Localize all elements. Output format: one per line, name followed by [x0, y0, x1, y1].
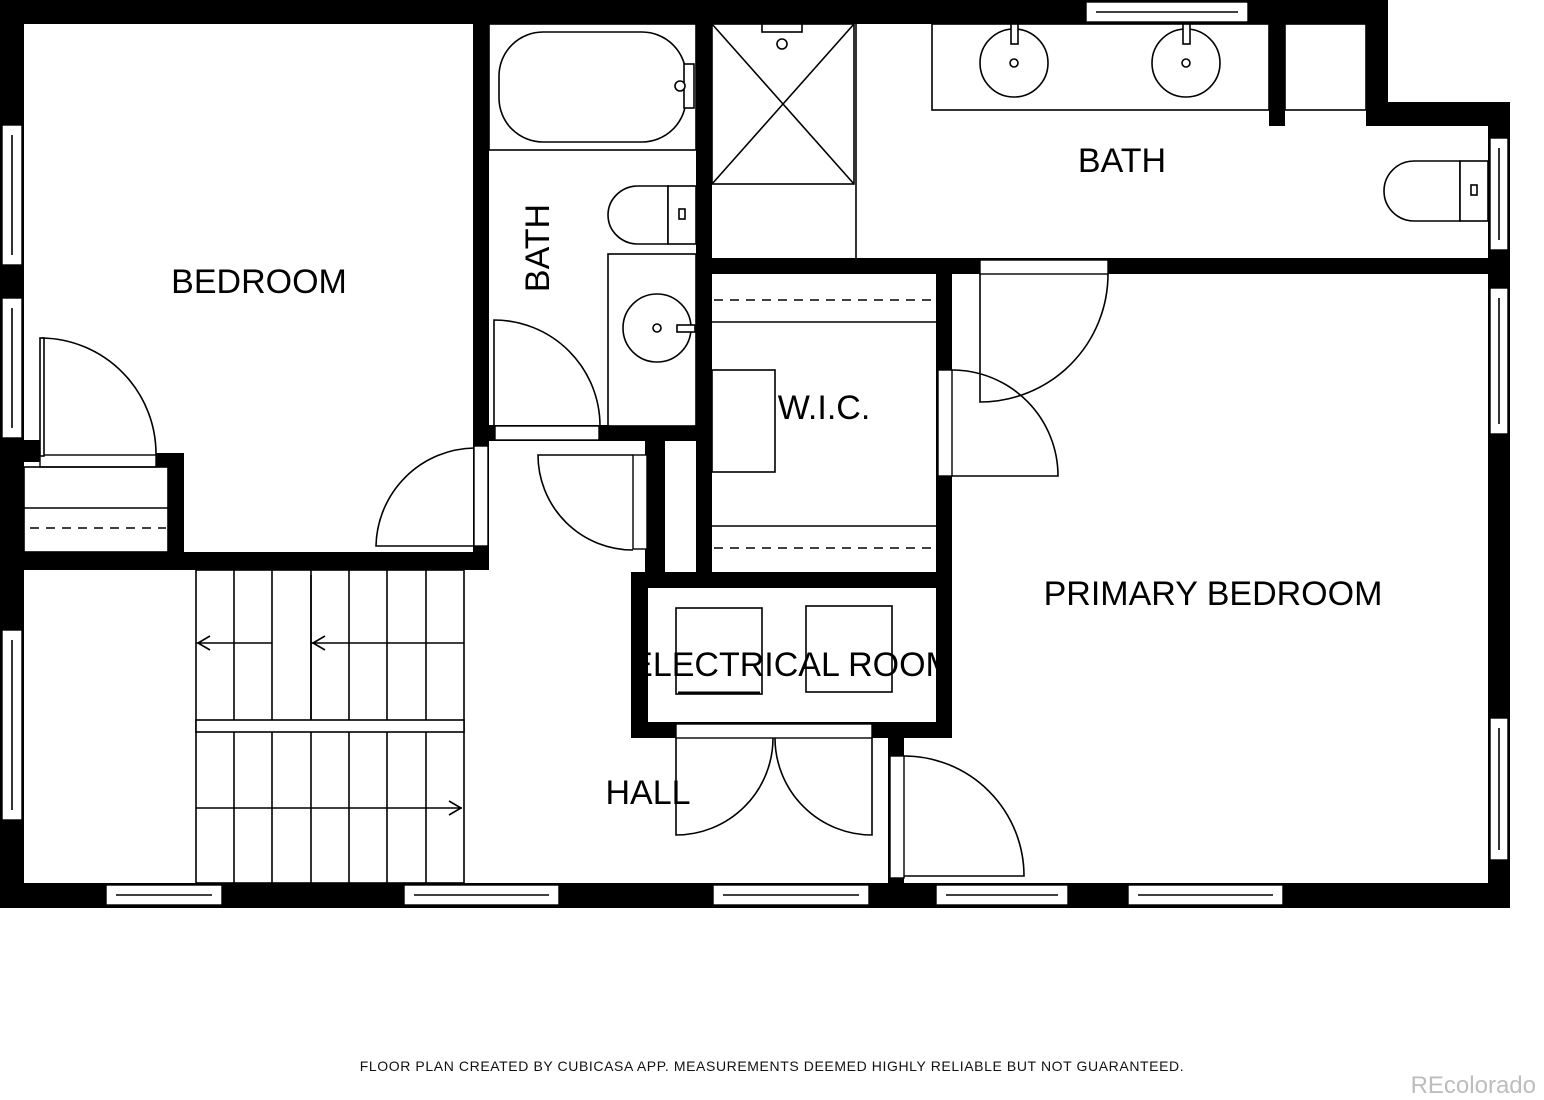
- label-bath-right: BATH: [1078, 142, 1166, 180]
- bathroom-fixtures: [488, 23, 1489, 427]
- label-electrical-room: ELECTRICAL ROOM: [630, 646, 954, 684]
- disclaimer-text: FLOOR PLAN CREATED BY CUBICASA APP. MEAS…: [359, 1058, 1185, 1074]
- staircase: [195, 569, 465, 884]
- windows: [1, 1, 1509, 906]
- room-labels: BEDROOM BATH BATH W.I.C. PRIMARY BEDROOM…: [171, 142, 1382, 812]
- closet-shelving: [23, 299, 936, 695]
- label-wic: W.I.C.: [778, 389, 871, 427]
- label-hall: HALL: [605, 774, 690, 812]
- doors: [39, 259, 1109, 879]
- label-bath-left: BATH: [519, 204, 557, 292]
- watermark-logo: REcolorado: [1410, 1072, 1536, 1099]
- label-bedroom: BEDROOM: [171, 263, 347, 301]
- label-primary-bedroom: PRIMARY BEDROOM: [1044, 575, 1383, 613]
